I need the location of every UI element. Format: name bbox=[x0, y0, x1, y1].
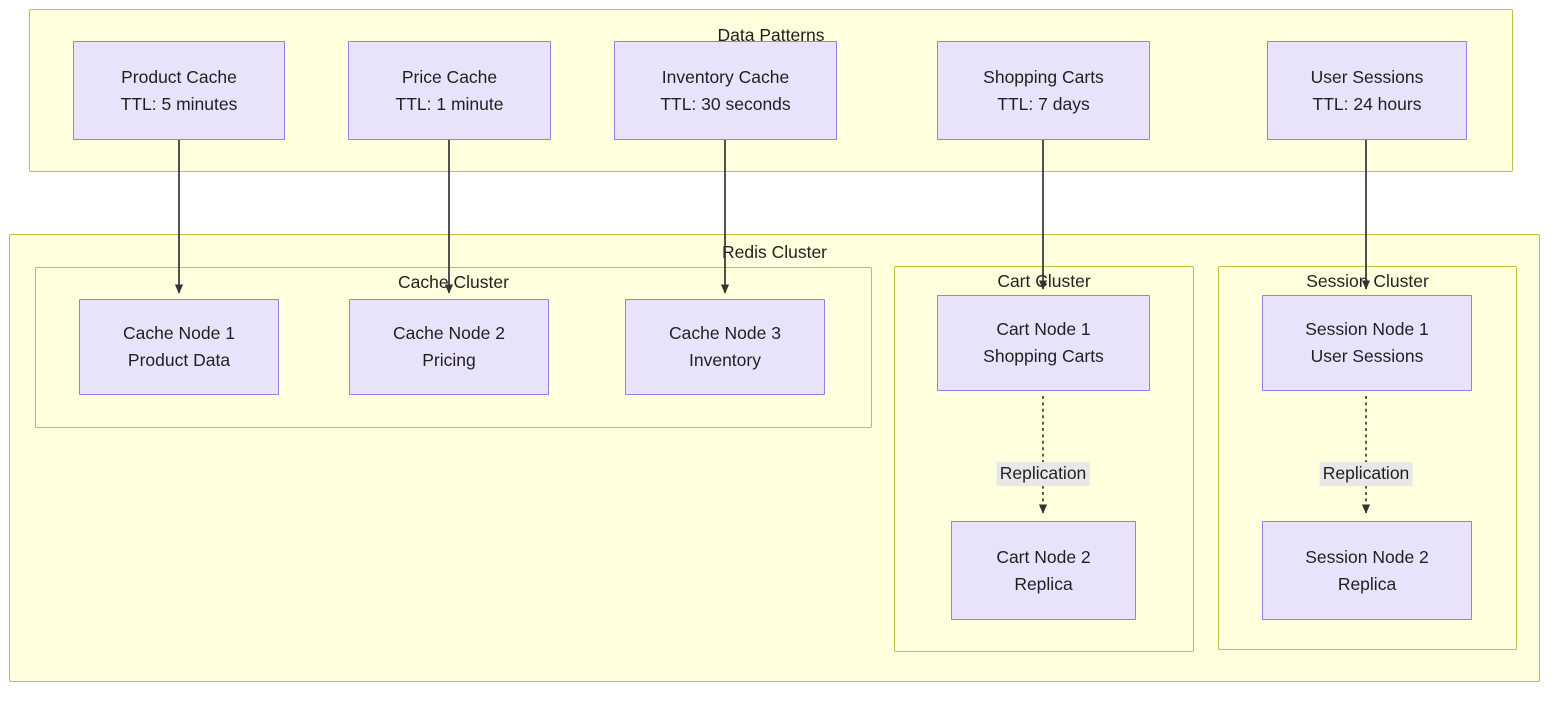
node-cart-node-2-line1: Cart Node 2 bbox=[996, 546, 1091, 567]
node-session-node-2-line2: Replica bbox=[1337, 573, 1397, 594]
node-session-node-2[interactable]: Session Node 2 Replica bbox=[1262, 521, 1472, 620]
node-price-cache-line1: Price Cache bbox=[401, 66, 498, 87]
node-product-cache-line1: Product Cache bbox=[121, 66, 237, 87]
node-inventory-cache[interactable]: Inventory Cache TTL: 30 seconds bbox=[614, 41, 837, 140]
node-shopping-carts[interactable]: Shopping Carts TTL: 7 days bbox=[937, 41, 1150, 140]
node-product-cache[interactable]: Product Cache TTL: 5 minutes bbox=[73, 41, 285, 140]
node-user-sessions-line1: User Sessions bbox=[1310, 66, 1424, 87]
node-cache-node-1[interactable]: Cache Node 1 Product Data bbox=[79, 299, 279, 395]
node-cache-node-3-line2: Inventory bbox=[689, 350, 761, 370]
subgraph-title-session-cluster: Session Cluster bbox=[1306, 271, 1429, 291]
node-price-cache-line2: TTL: 1 minute bbox=[395, 93, 504, 114]
node-price-cache[interactable]: Price Cache TTL: 1 minute bbox=[348, 41, 551, 140]
node-inventory-cache-line2: TTL: 30 seconds bbox=[660, 93, 791, 114]
node-session-node-1-line1: Session Node 1 bbox=[1305, 319, 1429, 340]
node-cache-node-3-line1: Cache Node 3 bbox=[669, 323, 781, 344]
node-cache-node-3[interactable]: Cache Node 3 Inventory bbox=[625, 299, 825, 395]
edge-label-cart-replication: Replication bbox=[996, 462, 1090, 486]
node-shopping-carts-line2: TTL: 7 days bbox=[997, 93, 1090, 114]
node-session-node-2-line1: Session Node 2 bbox=[1305, 546, 1429, 567]
node-session-node-1[interactable]: Session Node 1 User Sessions bbox=[1262, 295, 1472, 391]
node-session-node-1-line2: User Sessions bbox=[1310, 346, 1424, 366]
node-cart-node-1-line1: Cart Node 1 bbox=[996, 319, 1091, 340]
node-cart-node-2[interactable]: Cart Node 2 Replica bbox=[951, 521, 1136, 620]
node-cache-node-1-line2: Product Data bbox=[127, 350, 231, 370]
node-cart-node-1-line2: Shopping Carts bbox=[983, 346, 1104, 366]
node-cache-node-2[interactable]: Cache Node 2 Pricing bbox=[349, 299, 549, 395]
edge-label-session-replication: Replication bbox=[1319, 462, 1413, 486]
subgraph-title-cache-cluster: Cache Cluster bbox=[398, 272, 509, 292]
node-user-sessions[interactable]: User Sessions TTL: 24 hours bbox=[1267, 41, 1467, 140]
node-cache-node-2-line1: Cache Node 2 bbox=[393, 323, 505, 344]
subgraph-title-cart-cluster: Cart Cluster bbox=[997, 271, 1091, 291]
node-cache-node-2-line2: Pricing bbox=[422, 350, 476, 370]
node-product-cache-line2: TTL: 5 minutes bbox=[120, 93, 238, 114]
node-inventory-cache-line1: Inventory Cache bbox=[661, 66, 790, 87]
node-shopping-carts-line1: Shopping Carts bbox=[983, 66, 1104, 87]
node-cart-node-2-line2: Replica bbox=[1014, 573, 1073, 594]
node-cache-node-1-line1: Cache Node 1 bbox=[123, 323, 235, 344]
subgraph-title-redis-cluster: Redis Cluster bbox=[721, 242, 828, 262]
node-user-sessions-line2: TTL: 24 hours bbox=[1312, 93, 1422, 114]
node-cart-node-1[interactable]: Cart Node 1 Shopping Carts bbox=[937, 295, 1150, 391]
